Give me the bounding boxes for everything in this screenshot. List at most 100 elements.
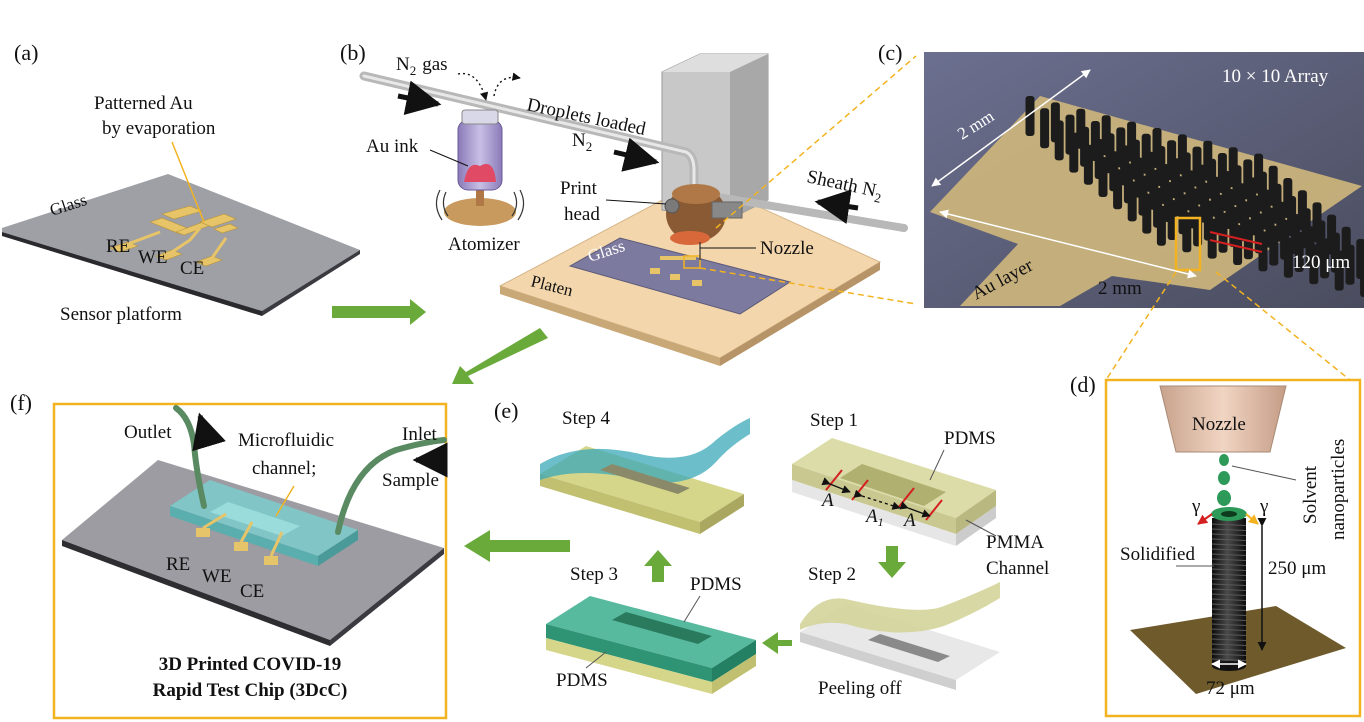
pillar	[1360, 257, 1364, 297]
atomizer-base	[444, 198, 516, 226]
pillar-layer-ring	[1211, 578, 1247, 581]
print-head-ring	[670, 231, 710, 245]
glass-slide	[2, 174, 360, 311]
flow-arrow-step2-to-3	[762, 632, 792, 654]
chip-title-line2: Rapid Test Chip (3DcC)	[153, 680, 348, 701]
pitch-label: 120 μm	[1292, 252, 1350, 273]
panel-f-label: (f)	[10, 390, 32, 415]
chip-ce-label: CE	[240, 581, 264, 602]
au-ink-liquid	[464, 164, 496, 182]
pillar	[1283, 237, 1293, 278]
pillar	[1294, 232, 1304, 272]
pillar-layer-ring	[1211, 588, 1247, 591]
patterned-au-line1: Patterned Au	[94, 93, 193, 114]
droplets-loaded-label: Droplets loaded	[525, 94, 648, 140]
pillar	[1083, 144, 1093, 185]
pillar-layer-ring	[1211, 553, 1247, 556]
sheath-n2-label: Sheath N2	[804, 166, 884, 205]
flow-arrow-step3-to-4	[644, 550, 672, 582]
panel-b: (b) Platen Glass	[340, 40, 917, 384]
pillar	[1309, 244, 1319, 285]
patterned-au-line2: by evaporation	[102, 118, 216, 139]
pillar-layer-ring	[1211, 523, 1247, 526]
step3-label: Step 3	[570, 564, 618, 585]
pillar	[1113, 169, 1123, 210]
pillar-layer-ring	[1211, 573, 1247, 576]
panel-e-label: (e)	[494, 398, 518, 423]
nozzle-d-label: Nozzle	[1192, 414, 1246, 435]
pillar-layer-ring	[1211, 563, 1247, 566]
pillar-layer-ring	[1211, 593, 1247, 596]
au-ink-label: Au ink	[366, 136, 419, 157]
pillar-layer-ring	[1211, 598, 1247, 601]
pillar-layer-ring	[1211, 543, 1247, 546]
droplet-flow-arrow	[613, 137, 660, 172]
pillar-layer-ring	[1211, 538, 1247, 541]
pillar	[1320, 238, 1330, 279]
pillar	[1142, 193, 1152, 234]
n2-inflow-arrow	[397, 80, 442, 115]
microfluidic-line1: Microfluidic	[238, 430, 334, 451]
dimension-bottom-label: 2 mm	[1098, 278, 1142, 299]
channel-leader	[275, 485, 295, 517]
zoom-connector-top	[715, 55, 917, 229]
panel-a: (a) Patterned Au by evaporation Glass RE…	[2, 40, 426, 325]
step1-label: Step 1	[810, 410, 858, 431]
flow-arrow-b-to-f	[452, 328, 548, 384]
pillar	[1218, 212, 1228, 253]
pillar	[1258, 231, 1268, 272]
panel-d: (d) Nozzle γ γ Solidified 250 μm 72 μm S…	[1070, 372, 1362, 718]
width-label: 72 μm	[1206, 678, 1255, 699]
panel-d-label: (d)	[1070, 372, 1096, 397]
nozzle-label: Nozzle	[760, 238, 814, 259]
patterned-au-leader	[171, 141, 205, 223]
pillar-layer-ring	[1211, 648, 1247, 651]
chip-we-label: WE	[202, 566, 232, 587]
step3-pdms-bottom	[546, 638, 712, 694]
ce-label: CE	[180, 258, 204, 279]
pillar	[1040, 108, 1050, 149]
panel-e: (e) Step 1 A A1 A PDMS PMMA Channel Step…	[464, 398, 1049, 699]
cut-a1: A1	[864, 506, 884, 529]
pillar-layer-ring	[1211, 558, 1247, 561]
gold-electrodes	[109, 205, 239, 267]
panel-c: (c) 10 × 10 Array 2 mm 2 mm Au layer 120…	[878, 40, 1364, 381]
droplets-n2-label: N2	[572, 130, 592, 154]
step4-label: Step 4	[562, 408, 611, 429]
pmma-line2: Channel	[986, 558, 1049, 579]
gamma-right: γ	[1259, 496, 1268, 517]
pillar-layer-ring	[1211, 618, 1247, 621]
pillar	[1345, 244, 1355, 285]
flow-arrow-e-to-f	[464, 530, 570, 562]
pillar-layer-ring	[1211, 548, 1247, 551]
step2-label: Step 2	[808, 564, 856, 585]
array-label: 10 × 10 Array	[1222, 66, 1329, 87]
surface-tension-left-arrow	[1197, 513, 1213, 525]
printed-electrodes	[650, 256, 702, 286]
pillar-layer-ring	[1211, 533, 1247, 536]
zoom-connector-bottom	[699, 267, 917, 305]
pillar-layer-ring	[1211, 623, 1247, 626]
pillar	[1069, 132, 1079, 173]
dimension-arrow-bottom	[939, 209, 1197, 279]
step1-pmma-base	[792, 480, 956, 546]
droplet-2	[1218, 471, 1230, 485]
height-label: 250 μm	[1268, 558, 1326, 579]
droplet-3	[1217, 490, 1231, 506]
panel-b-label: (b)	[340, 40, 366, 65]
flow-arrow-step1-to-2	[878, 546, 906, 578]
zoom-connector-d-left	[1105, 271, 1177, 381]
pillar-layer-ring	[1211, 528, 1247, 531]
gamma-left: γ	[1191, 496, 1200, 517]
pillar-layer-ring	[1211, 613, 1247, 616]
glass-slide-edge	[2, 232, 262, 316]
inlet-label: Inlet	[402, 424, 438, 445]
pillar-layer-ring	[1211, 603, 1247, 606]
pillar	[1098, 157, 1108, 197]
printed-pillar	[1212, 518, 1246, 666]
pillar-layer-ring	[1211, 638, 1247, 641]
step1-pdms-label: PDMS	[944, 428, 996, 449]
panel-f: (f) Outlet Inlet Sample Microfluidic cha…	[10, 390, 448, 720]
